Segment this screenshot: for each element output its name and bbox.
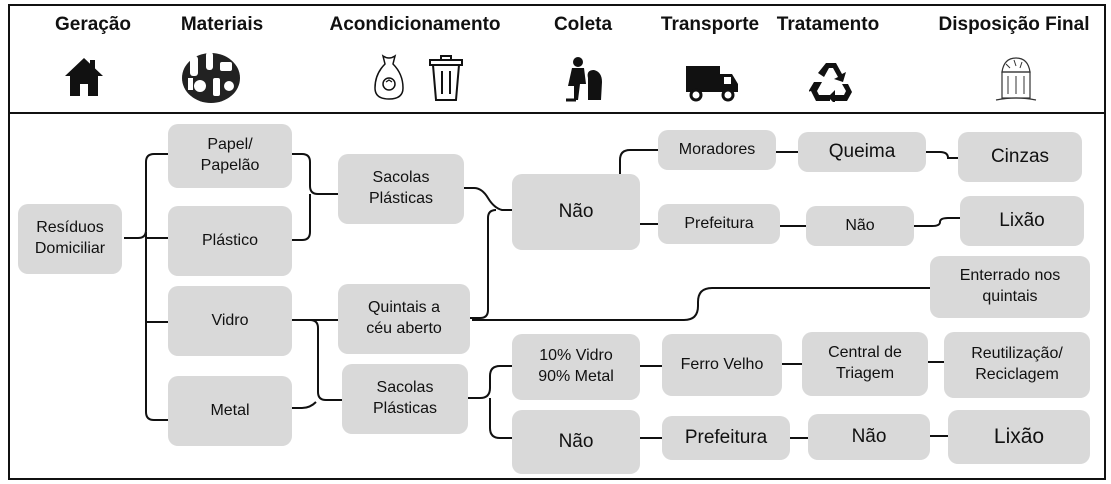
stage-disposicao-final: Disposição Final <box>938 14 1090 35</box>
node-metal: Metal <box>168 376 292 446</box>
landfill-icon <box>995 57 1037 101</box>
node-nao-coleta: Não <box>512 174 640 250</box>
stage-materiais: Materiais <box>180 14 264 35</box>
stage-transporte: Transporte <box>660 14 760 35</box>
node-quintais-ceu-aberto: Quintais a céu aberto <box>338 284 470 354</box>
node-prefeitura-2: Prefeitura <box>662 416 790 460</box>
node-enterrado-quintais: Enterrado nos quintais <box>930 256 1090 318</box>
diagram-frame <box>8 4 1106 480</box>
node-residuos-domiciliar: Resíduos Domiciliar <box>18 204 122 274</box>
node-vidro-metal: 10% Vidro 90% Metal <box>512 334 640 400</box>
node-cinzas: Cinzas <box>958 132 1082 182</box>
node-ferro-velho: Ferro Velho <box>662 334 782 396</box>
node-moradores: Moradores <box>658 130 776 170</box>
node-lixao-1: Lixão <box>960 196 1084 246</box>
node-plastico: Plástico <box>168 206 292 276</box>
truck-icon <box>686 66 738 102</box>
node-sacolas-plasticas-1: Sacolas Plásticas <box>338 154 464 224</box>
node-prefeitura-1: Prefeitura <box>658 204 780 244</box>
stage-geracao: Geração <box>54 14 132 35</box>
node-queima: Queima <box>798 132 926 172</box>
trash-can-icon <box>429 55 463 101</box>
node-lixao-2: Lixão <box>948 410 1090 464</box>
node-nao-4: Não <box>808 414 930 460</box>
node-nao-3: Não <box>806 206 914 246</box>
node-central-triagem: Central de Triagem <box>802 332 928 396</box>
stage-tratamento: Tratamento <box>776 14 880 35</box>
node-sacolas-plasticas-2: Sacolas Plásticas <box>342 364 468 434</box>
node-papel-papelao: Papel/ Papelão <box>168 124 292 188</box>
collector-icon <box>566 57 602 102</box>
node-nao-2: Não <box>512 410 640 474</box>
garbage-bag-icon <box>374 54 404 100</box>
house-icon <box>65 58 103 96</box>
materials-pile-icon <box>182 52 240 103</box>
node-vidro: Vidro <box>168 286 292 356</box>
stage-acondicionamento: Acondicionamento <box>329 14 501 35</box>
recycle-icon <box>809 63 852 102</box>
header-divider <box>8 112 1106 114</box>
node-reutilizacao-reciclagem: Reutilização/ Reciclagem <box>944 332 1090 398</box>
stage-coleta: Coleta <box>553 14 613 35</box>
